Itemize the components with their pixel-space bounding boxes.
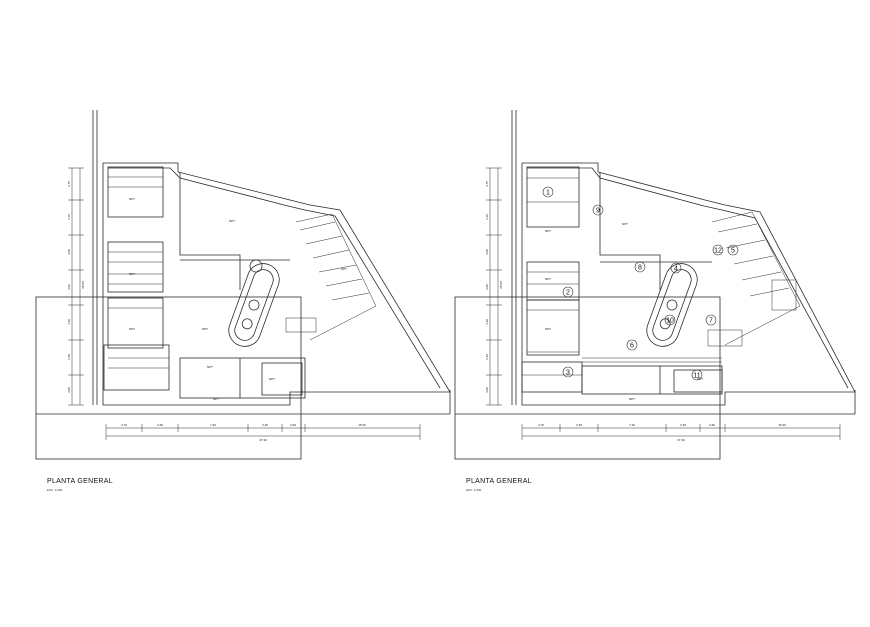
dimension-total: 37.30: [677, 438, 685, 442]
marker-circle: [592, 204, 604, 216]
marker-number: 7: [709, 318, 713, 325]
room-label: NPT: [129, 197, 135, 201]
marker-number: 10: [666, 318, 674, 325]
room-label: NPT: [545, 327, 551, 331]
room-label: NPT: [229, 219, 235, 223]
room-label: NPT: [622, 222, 628, 226]
marker-number: 1: [546, 190, 550, 197]
marker-number: 5: [731, 248, 735, 255]
marker-number: 11: [693, 373, 700, 380]
marker-number: 4: [674, 266, 678, 273]
dimension-label: 3.70: [121, 423, 127, 427]
marker-circle: [626, 339, 638, 351]
marker-number: 3: [566, 370, 570, 377]
dimension-label: 3.75: [67, 181, 71, 187]
dimension-label: 3.25: [576, 423, 582, 427]
dimension-label: 3.25: [262, 423, 268, 427]
dimension-label: 15.30: [358, 423, 366, 427]
room-label: NPT: [269, 377, 275, 381]
marker-circle: [542, 186, 554, 198]
marker-number: 8: [638, 265, 642, 272]
marker-number: 9: [596, 208, 600, 215]
dimension-label: 3.25: [157, 423, 163, 427]
dimension-label: 3.00: [485, 284, 489, 290]
room-label: NPT: [545, 277, 551, 281]
room-label: NPT: [129, 327, 135, 331]
marker-circle: [705, 314, 717, 326]
room-label: NPT: [213, 397, 219, 401]
plan-title-left: PLANTA GENERAL: [47, 478, 113, 485]
dimension-label: 3.00: [485, 249, 489, 255]
dimension-label: 3.30: [485, 319, 489, 325]
room-label: NPT: [207, 365, 213, 369]
room-label: NPT: [629, 397, 635, 401]
dimension-label: 3.60: [290, 423, 296, 427]
room-label: NPT: [341, 267, 347, 271]
dimension-label: 3.75: [485, 181, 489, 187]
dimension-label: 3.70: [538, 423, 544, 427]
marker-number: 6: [630, 343, 634, 350]
dimension-label: 7.20: [210, 423, 216, 427]
dimension-label: 3.00: [67, 249, 71, 255]
dimension-label: 3.45: [485, 354, 489, 360]
marker-circle: [562, 366, 574, 378]
dimension-total: 25.00: [499, 281, 503, 289]
dimension-total: 37.30: [259, 438, 267, 442]
marker-circle: [691, 369, 703, 381]
dimension-label: 3.30: [67, 319, 71, 325]
floor-plan-right: [454, 110, 856, 460]
marker-number: 2: [566, 290, 570, 297]
marker-circle: [634, 261, 646, 273]
room-label: NPT: [129, 272, 135, 276]
dimension-label: 3.60: [709, 423, 715, 427]
dimension-label: 3.00: [485, 387, 489, 393]
dimension-label: 3.25: [680, 423, 686, 427]
dimension-label: 3.15: [67, 214, 71, 220]
plan-scale-right: ESC: 1/100: [466, 488, 482, 492]
dimension-label: 3.45: [67, 354, 71, 360]
plan-scale-left: ESC: 1/100: [47, 488, 63, 492]
room-label: NPT: [202, 327, 208, 331]
dimension-label: 7.20: [629, 423, 635, 427]
dimension-label: 3.00: [67, 387, 71, 393]
room-label: NPT: [545, 229, 551, 233]
plan-title-right: PLANTA GENERAL: [466, 478, 532, 485]
floor-plan-left: [35, 110, 451, 460]
marker-circle: [727, 244, 739, 256]
marker-circle: [712, 244, 724, 256]
marker-circle: [664, 314, 676, 326]
marker-number: 12: [714, 248, 722, 255]
dimension-label: 3.00: [67, 284, 71, 290]
marker-circle: [670, 262, 682, 274]
marker-circle: [562, 286, 574, 298]
dimension-label: 15.30: [778, 423, 786, 427]
dimension-total: 25.00: [81, 281, 85, 289]
dimension-label: 3.15: [485, 214, 489, 220]
